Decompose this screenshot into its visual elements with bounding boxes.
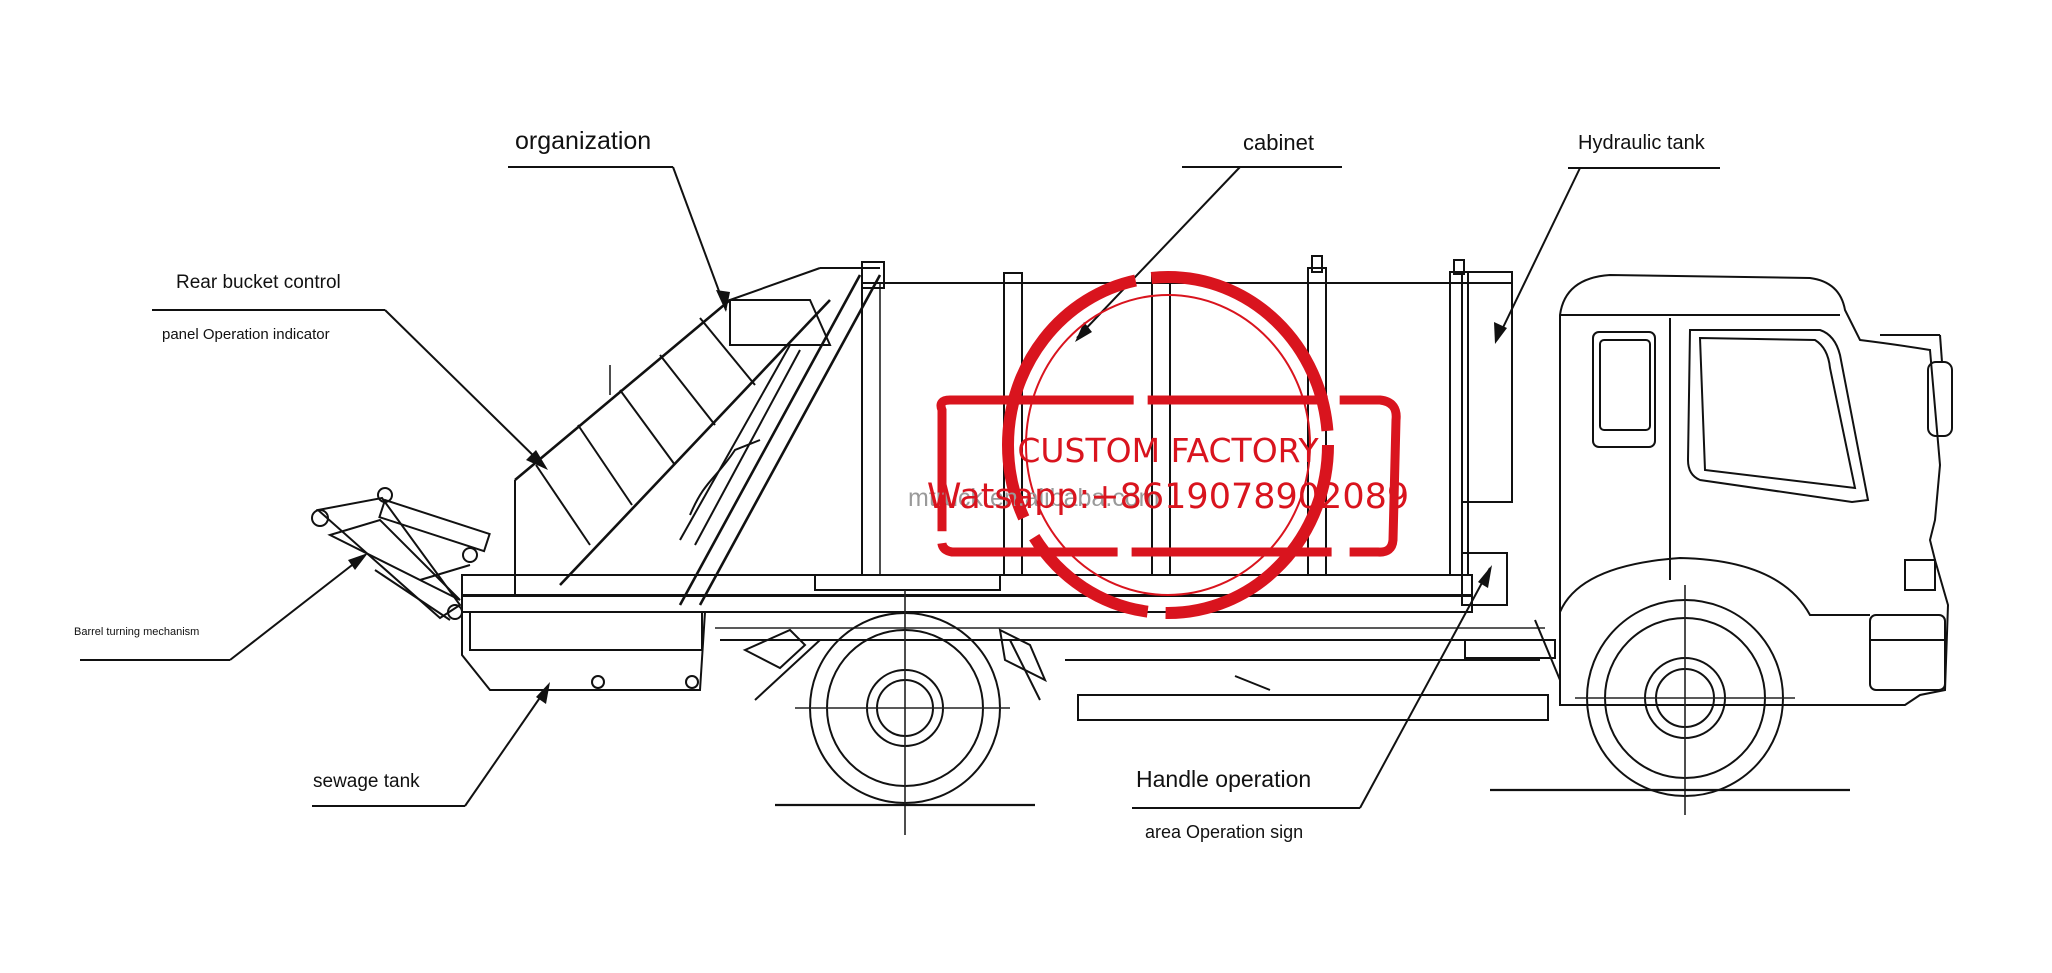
label-operation-sign: area Operation sign [1145, 822, 1303, 842]
front-wheel [1575, 585, 1795, 815]
watermark-text: mtruck.en.alibaba.com [908, 484, 1160, 512]
label-sewage-tank: sewage tank [313, 771, 420, 792]
label-organization: organization [515, 127, 651, 155]
rear-wheel [795, 590, 1010, 835]
callout-lines [80, 166, 1720, 809]
label-handle-operation: Handle operation [1136, 766, 1311, 792]
label-hydraulic-tank: Hydraulic tank [1578, 132, 1706, 154]
stamp-line-2: Watsapp:+8619078902089 [927, 477, 1409, 517]
label-cabinet: cabinet [1243, 130, 1314, 155]
stamp-line-1: CUSTOM FACTORY [1017, 431, 1319, 470]
truck-outline [311, 255, 1953, 721]
label-barrel-turning: Barrel turning mechanism [74, 626, 199, 638]
label-operation-indicator: panel Operation indicator [162, 326, 330, 343]
label-rear-bucket-control: Rear bucket control [176, 272, 341, 293]
custom-factory-stamp: mtruck.en.alibaba.com CUSTOM FACTORY Wat… [908, 271, 1409, 619]
